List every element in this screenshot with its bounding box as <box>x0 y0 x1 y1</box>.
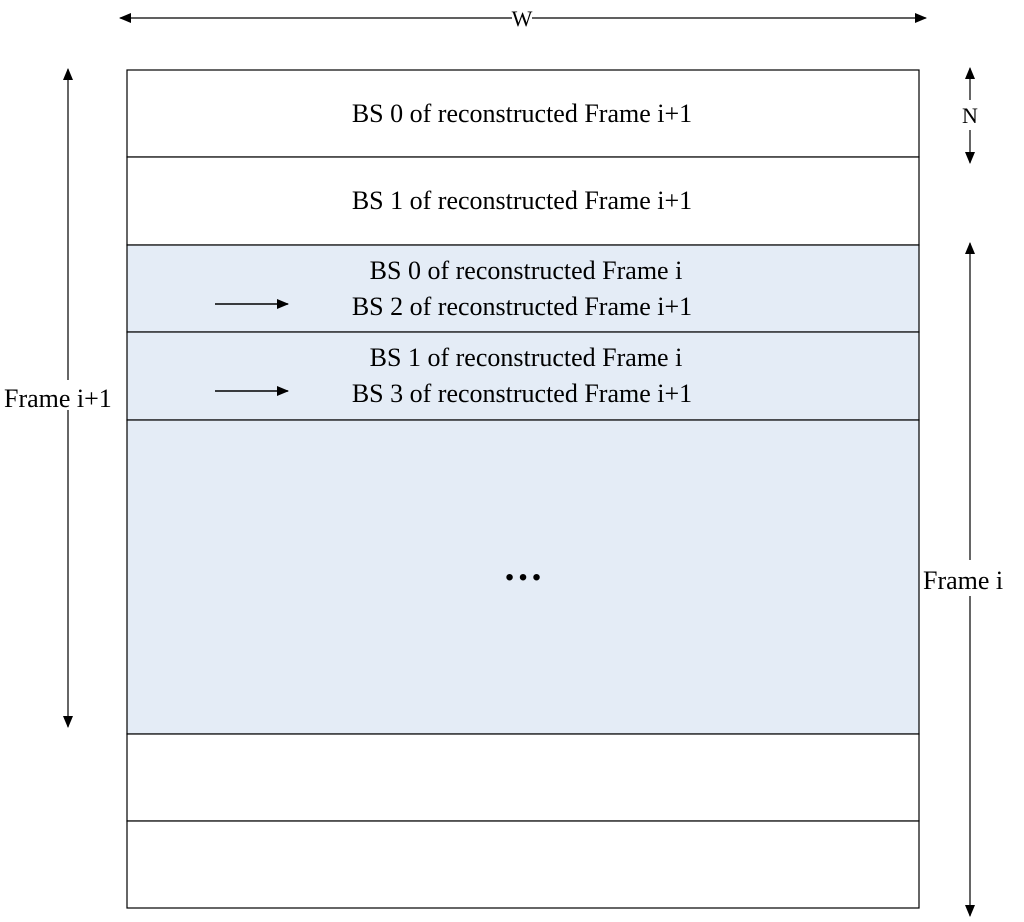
row-3-line-0: BS 1 of reconstructed Frame i <box>370 343 683 372</box>
row-4-box <box>126 419 920 735</box>
width-label: W <box>512 6 533 31</box>
row-5-box <box>126 733 920 822</box>
row-6-box <box>126 820 920 909</box>
right-frame-label: Frame i <box>923 566 1003 595</box>
row-0-box <box>126 69 920 158</box>
row-3-box <box>126 331 920 421</box>
row-1-box <box>126 156 920 246</box>
row-2-line-0: BS 0 of reconstructed Frame i <box>370 256 683 285</box>
row-2-box <box>126 244 920 333</box>
row-1-line-0: BS 1 of reconstructed Frame i+1 <box>352 186 692 215</box>
n-label: N <box>962 103 978 128</box>
row-3-line-1: BS 3 of reconstructed Frame i+1 <box>352 379 692 408</box>
left-frame-label: Frame i+1 <box>4 384 112 413</box>
ellipsis: … <box>503 544 543 589</box>
row-2-line-1: BS 2 of reconstructed Frame i+1 <box>352 292 692 321</box>
row-0-line-0: BS 0 of reconstructed Frame i+1 <box>352 99 692 128</box>
